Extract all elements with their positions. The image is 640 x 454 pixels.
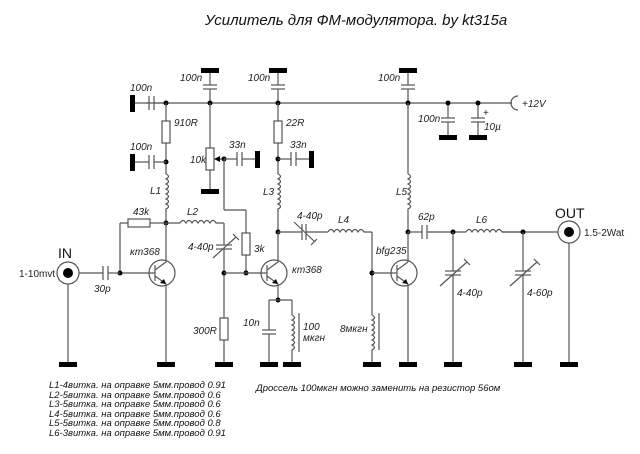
cap-label: 100n — [378, 73, 401, 84]
input-label: IN — [58, 245, 72, 261]
cap-label: 10µ — [484, 122, 501, 133]
inductor-label: L6 — [476, 215, 488, 226]
ground-symbol — [260, 362, 278, 367]
coil-note: L2-5витка. на оправке 5мм.провод 0.6 — [49, 389, 221, 401]
ground-symbol — [309, 151, 314, 168]
resistor-label: 300R — [193, 326, 217, 337]
ground-symbol — [255, 151, 260, 168]
cap-label: 100n — [248, 73, 271, 84]
choke-note: Дроссель 100мкгн можно заменить на резис… — [256, 383, 501, 394]
pot-label: 10k — [190, 155, 207, 166]
polarity-mark: + — [483, 108, 489, 119]
inductor-label: 8мкгн — [340, 324, 368, 335]
cap-label: 100n — [418, 114, 441, 125]
resistor — [161, 120, 171, 144]
resistor-label: 22R — [285, 118, 304, 129]
choke-unit: мкгн — [303, 333, 326, 344]
cap-label: 33n — [290, 140, 307, 151]
cap-label: 62p — [418, 212, 435, 223]
ground-symbol — [201, 189, 219, 194]
ground-symbol — [130, 154, 135, 171]
choke-label: 100 — [303, 322, 320, 333]
input-level: 1-10mvt — [19, 269, 55, 280]
transistor-label: кт368 — [292, 265, 322, 276]
coil-note: L1-4витка. на оправке 5мм.провод 0.91 — [49, 380, 226, 391]
ground-symbol — [560, 362, 578, 367]
coil-note: L4-5витка. на оправке 5мм.провод 0.6 — [49, 408, 221, 420]
resistor — [219, 317, 229, 341]
output-level: 1.5-2Wat — [584, 228, 624, 239]
ground-symbol — [283, 362, 301, 367]
ground-symbol — [157, 362, 175, 367]
coil-note: L3-5витка. на оправке 5мм.провод 0.6 — [49, 399, 221, 411]
ground-symbol — [215, 362, 233, 367]
cap-label: 4-40p — [188, 242, 214, 253]
supply-terminal — [510, 95, 519, 111]
ground-symbol — [130, 95, 135, 112]
cap-label: 100n — [130, 83, 153, 94]
transistor-label: bfg235 — [376, 246, 407, 257]
output-label: OUT — [555, 205, 585, 221]
cap-label: 100n — [130, 142, 153, 153]
cap-label: 4-60p — [527, 288, 553, 299]
resistor — [241, 232, 251, 256]
ground-symbol — [399, 68, 417, 73]
ground-symbol — [201, 68, 219, 73]
potentiometer — [205, 147, 215, 171]
cap-label: 100n — [180, 73, 203, 84]
supply-label: +12V — [522, 99, 547, 110]
inductor-l4 — [327, 228, 372, 234]
resistor — [127, 218, 151, 228]
inductor-label: L2 — [187, 207, 199, 218]
resistor-label: 910R — [174, 118, 198, 129]
choke-inductor — [290, 314, 296, 362]
transistor-label: кт368 — [130, 247, 160, 258]
inductor-label: L3 — [263, 187, 275, 198]
inductor-l5 — [406, 173, 412, 232]
ground-symbol — [59, 362, 77, 367]
ground-symbol — [444, 362, 462, 367]
inductor-l3 — [276, 173, 282, 232]
resistor-label: 3k — [254, 244, 266, 255]
cap-label: 10n — [243, 318, 260, 329]
inductor-l2 — [166, 219, 222, 225]
inductor-l1 — [164, 173, 170, 223]
resistor — [273, 120, 283, 144]
inductor-l6 — [465, 228, 523, 234]
inductor-label: L4 — [338, 215, 350, 226]
inductor-8uh — [370, 314, 376, 362]
ground-symbol — [399, 362, 417, 367]
resistor-label: 43k — [133, 207, 150, 218]
cap-label: 30p — [94, 284, 111, 295]
coil-notes: L1-4витка. на оправке 5мм.провод 0.91 L2… — [49, 381, 226, 439]
cap-label: 33n — [229, 140, 246, 151]
transistor-q3 — [390, 259, 418, 287]
ground-symbol — [269, 68, 287, 73]
inductor-label: L1 — [150, 186, 161, 197]
diagram-title: Усилитель для ФМ-модулятора. by kt315a — [205, 12, 508, 29]
coil-note: L5-5витка. на оправке 5мм.провод 0.8 — [49, 418, 221, 430]
ground-symbol — [514, 362, 532, 367]
ground-symbol — [439, 135, 457, 140]
inductor-label: L5 — [396, 187, 408, 198]
ground-symbol — [469, 135, 487, 140]
coil-note: L6-3витка. на оправке 5мм.провод 0.91 — [49, 427, 226, 439]
cap-label: 4-40p — [457, 288, 483, 299]
ground-symbol — [363, 362, 381, 367]
cap-label: 4-40p — [297, 211, 323, 222]
